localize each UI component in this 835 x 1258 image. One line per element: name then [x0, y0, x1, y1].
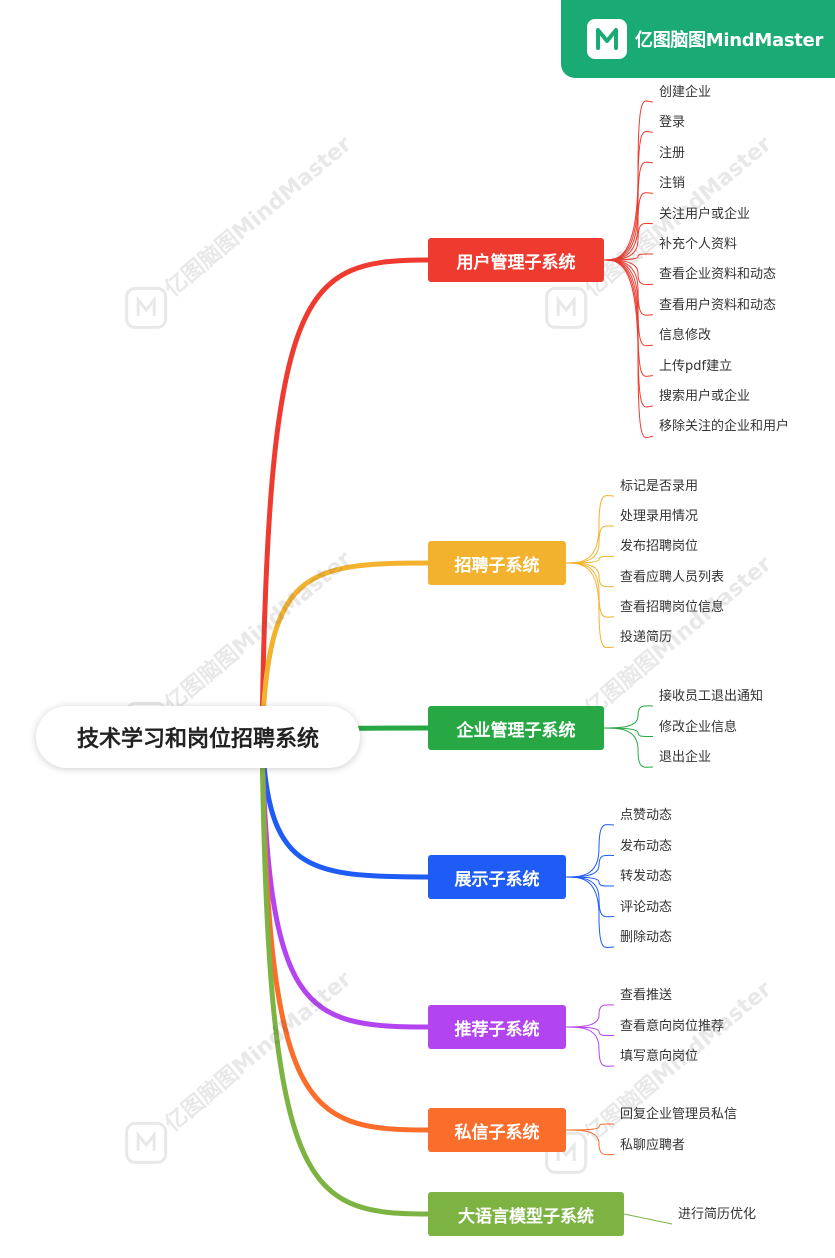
leaf-connector [565, 876, 615, 948]
leaf-topic[interactable]: 退出企业 [659, 750, 712, 765]
leaf-connector [565, 1026, 615, 1067]
leaf-topic[interactable]: 删除动态 [620, 930, 673, 945]
leaf-connector [565, 1129, 615, 1156]
leaf-topic[interactable]: 移除关注的企业和用户 [659, 419, 790, 435]
branch-topic[interactable]: 企业管理子系统 [428, 706, 604, 750]
leaf-topic[interactable]: 搜索用户或企业 [659, 389, 751, 404]
leaf-connector [603, 727, 654, 738]
leaf-topic[interactable]: 补充个人资料 [659, 237, 738, 252]
leaf-connector [565, 876, 615, 918]
leaf-connector [565, 562, 615, 649]
leaf-topic[interactable]: 查看用户资料和动态 [659, 297, 777, 313]
branch-connector [259, 734, 431, 1217]
leaf-connector [603, 727, 654, 768]
mindmaster-badge[interactable]: 亿图脑图MindMaster [561, 0, 835, 78]
leaf-connector [565, 876, 615, 887]
leaf-topic[interactable]: 填写意向岗位 [620, 1049, 699, 1064]
leaf-topic[interactable]: 登录 [659, 115, 686, 131]
leaf-connector [565, 562, 615, 588]
leaf-topic[interactable]: 关注用户或企业 [659, 206, 751, 222]
brand-text: 亿图脑图MindMaster [635, 30, 824, 51]
branch-topic[interactable]: 招聘子系统 [428, 541, 566, 585]
leaf-connector [565, 1004, 615, 1028]
leaf-topic[interactable]: 查看推送 [620, 988, 673, 1003]
leaf-topic[interactable]: 注销 [659, 176, 686, 192]
leaf-connector [565, 854, 615, 878]
branch-topic[interactable]: 用户管理子系统 [428, 238, 604, 282]
branch-connector [259, 734, 431, 880]
leaf-topic[interactable]: 查看企业资料和动态 [659, 267, 777, 283]
leaf-connector [603, 705, 654, 729]
root-topic[interactable]: 技术学习和岗位招聘系统 [36, 706, 360, 768]
branch-connector [259, 560, 431, 740]
leaf-topic[interactable]: 查看招聘岗位信息 [620, 599, 725, 615]
leaf-topic[interactable]: 查看意向岗位推荐 [620, 1018, 725, 1034]
leaf-connector [565, 525, 615, 564]
leaf-topic[interactable]: 修改企业信息 [659, 719, 738, 735]
leaf-topic[interactable]: 投递简历 [620, 630, 673, 645]
mindmaster-logo-icon [587, 19, 627, 59]
leaf-topic[interactable]: 发布动态 [620, 838, 673, 854]
leaf-connector [603, 222, 654, 261]
leaf-topic[interactable]: 注册 [659, 145, 686, 161]
leaf-connector [623, 1213, 673, 1225]
branch-connector [259, 734, 431, 1133]
leaf-topic[interactable]: 回复企业管理员私信 [620, 1107, 738, 1122]
leaf-connector [603, 259, 654, 408]
leaf-connector [603, 100, 654, 261]
branch-topic[interactable]: 大语言模型子系统 [428, 1192, 624, 1236]
branch-topic[interactable]: 展示子系统 [428, 855, 566, 899]
leaf-topic[interactable]: 私聊应聘者 [620, 1137, 686, 1153]
branch-topic[interactable]: 推荐子系统 [428, 1005, 566, 1049]
leaf-topic[interactable]: 上传pdf建立 [659, 358, 733, 374]
leaf-connector [603, 259, 654, 286]
leaf-connector [565, 824, 615, 878]
leaf-topic[interactable]: 信息修改 [659, 328, 712, 344]
leaf-topic[interactable]: 点赞动态 [620, 808, 673, 823]
leaf-topic[interactable]: 评论动态 [620, 899, 673, 915]
leaf-topic[interactable]: 处理录用情况 [620, 509, 699, 525]
leaf-topic[interactable]: 发布招聘岗位 [620, 539, 699, 555]
leaf-topic[interactable]: 接收员工退出通知 [659, 689, 764, 704]
branch-topic[interactable]: 私信子系统 [428, 1108, 566, 1152]
leaf-connector [565, 495, 615, 564]
leaf-topic[interactable]: 创建企业 [659, 85, 712, 100]
leaf-connector [603, 131, 654, 261]
leaf-connector [565, 1026, 615, 1037]
leaf-connector [565, 1123, 615, 1131]
branch-connector [259, 734, 431, 1030]
leaf-topic[interactable]: 标记是否录用 [620, 479, 699, 494]
leaf-topic[interactable]: 转发动态 [620, 869, 673, 884]
leaf-topic[interactable]: 进行简历优化 [678, 1207, 757, 1222]
leaf-topic[interactable]: 查看应聘人员列表 [620, 569, 725, 585]
branch-connector [259, 257, 431, 740]
leaf-connector [603, 259, 654, 439]
